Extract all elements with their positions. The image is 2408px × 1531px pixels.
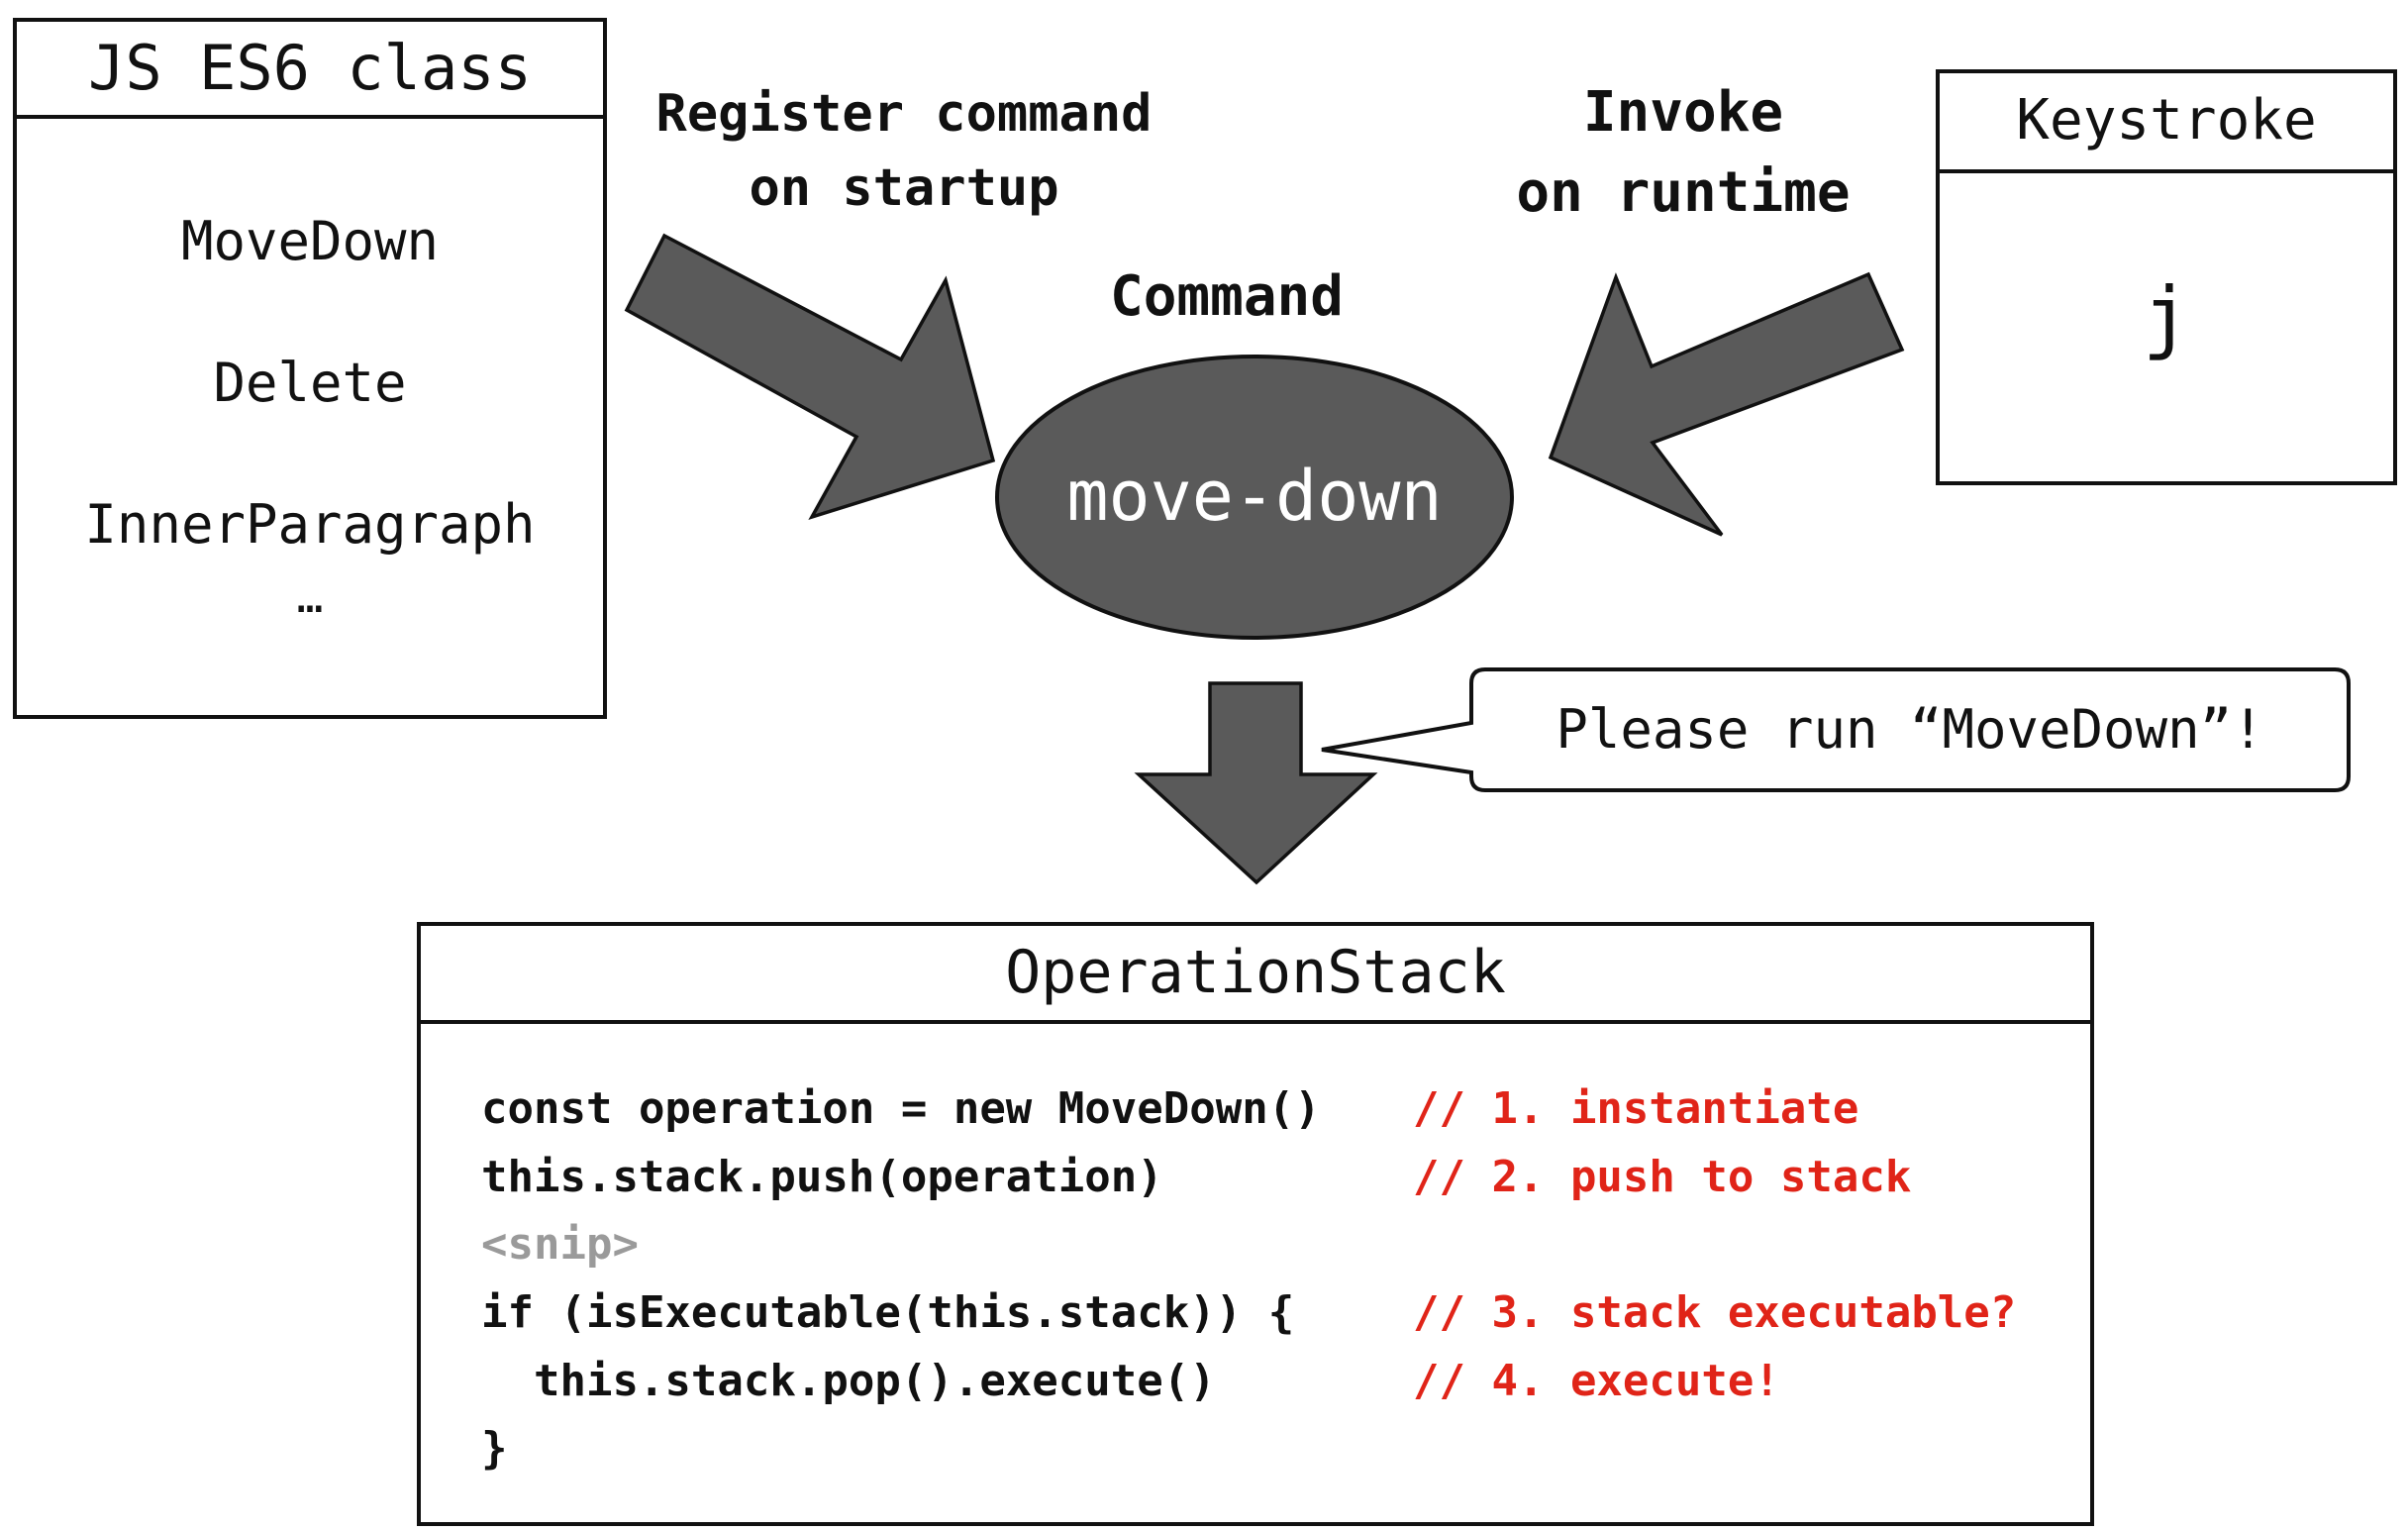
keystroke-box: Keystroke j — [1936, 69, 2397, 485]
keystroke-key: j — [2143, 270, 2190, 362]
es6-class-item-ellipsis: … — [297, 572, 324, 623]
command-node: move-down — [995, 355, 1514, 640]
command-label: Command — [1110, 264, 1344, 329]
register-label: Register command on startup — [656, 84, 1153, 218]
es6-class-item: MoveDown — [181, 210, 439, 272]
operation-stack-box: OperationStack const operation = new Mov… — [417, 922, 2094, 1526]
command-name: move-down — [1066, 456, 1442, 537]
es6-class-item: Delete — [213, 352, 406, 414]
invoke-arrow — [1548, 271, 1905, 537]
operation-stack-title: OperationStack — [1005, 938, 1506, 1007]
register-label-line1: Register command — [656, 84, 1153, 144]
code-comment-5: // 4. execute! — [1413, 1356, 1780, 1406]
invoke-label-line1: Invoke — [1583, 80, 1783, 145]
callout-text: Please run “MoveDown”! — [1555, 698, 2263, 761]
callout: Please run “MoveDown”! — [1321, 667, 2351, 792]
code-line-5: this.stack.pop().execute() — [481, 1356, 1216, 1406]
callout-bubble — [1321, 667, 2351, 792]
register-arrow — [624, 233, 996, 520]
invoke-label-line2: on runtime — [1516, 160, 1850, 225]
code-comment-1: // 1. instantiate — [1413, 1083, 1858, 1134]
code-snip: <snip> — [481, 1219, 639, 1270]
operation-stack-frame — [417, 922, 2094, 1526]
es6-class-box-frame — [13, 18, 607, 719]
keystroke-box-title: Keystroke — [2016, 88, 2316, 153]
es6-class-box-title: JS ES6 class — [88, 32, 532, 104]
code-comment-2: // 2. push to stack — [1413, 1152, 1911, 1202]
code-line-6: } — [481, 1423, 508, 1474]
register-label-line2: on startup — [749, 158, 1058, 218]
code-line-4: if (isExecutable(this.stack)) { — [481, 1287, 1294, 1338]
code-line-2: this.stack.push(operation) — [481, 1152, 1163, 1202]
invoke-label: Invoke on runtime — [1516, 80, 1850, 225]
keystroke-box-frame — [1936, 69, 2397, 485]
code-line-1: const operation = new MoveDown() — [481, 1083, 1321, 1134]
es6-class-item: InnerParagraph — [84, 493, 535, 556]
dispatch-arrow — [1134, 681, 1378, 885]
code-comment-4: // 3. stack executable? — [1413, 1287, 2016, 1338]
es6-class-box: JS ES6 class MoveDown Delete InnerParagr… — [13, 18, 607, 719]
command-ellipse — [995, 355, 1514, 640]
